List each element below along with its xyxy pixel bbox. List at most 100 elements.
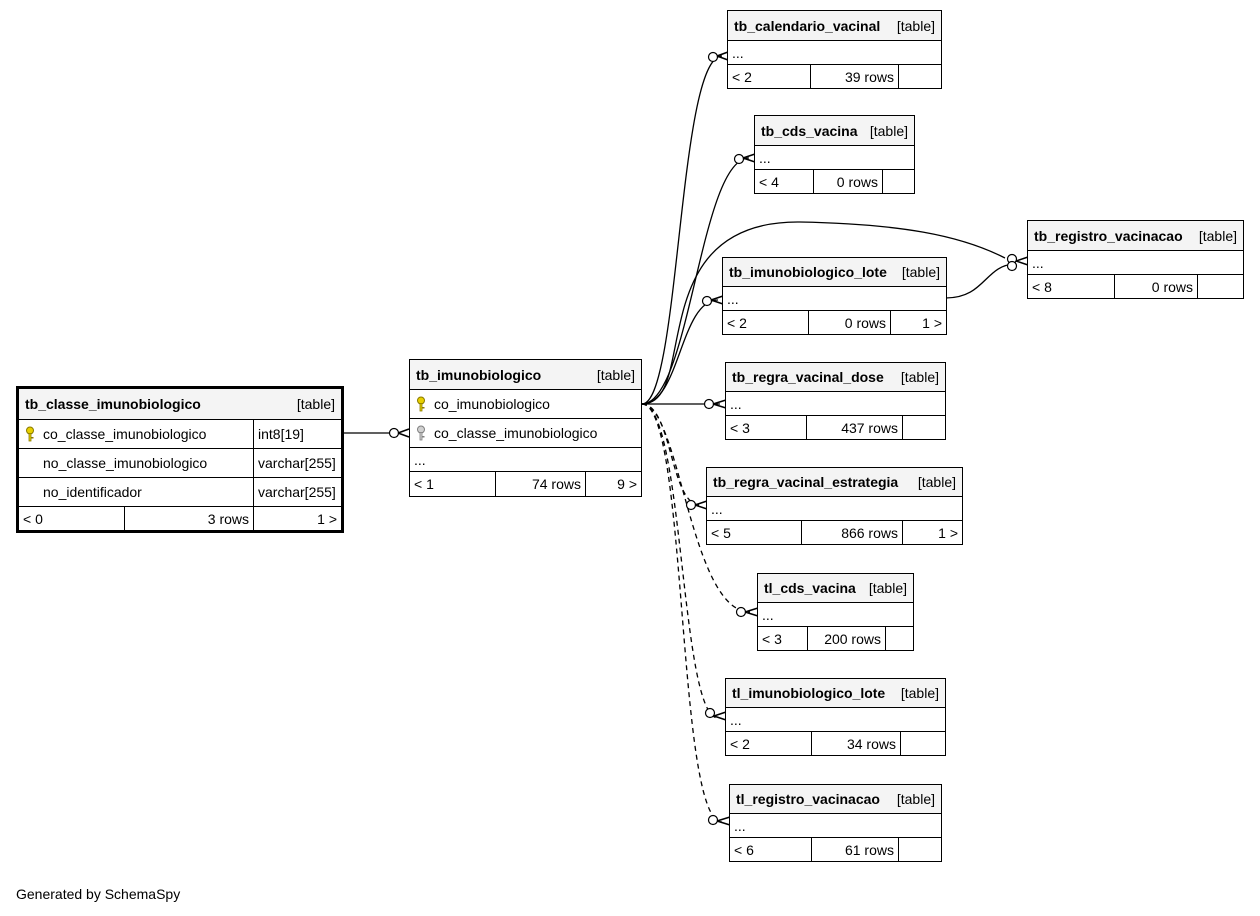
many-marker [712,399,727,409]
many-marker [716,816,731,826]
table-footer: < 8 0 rows [1028,275,1243,298]
table-name: tb_imunobiologico_lote [729,264,887,280]
table-tb-imunobiologico-lote[interactable]: tb_imunobiologico_lote [table] ... < 2 0… [722,257,947,335]
table-tb-regra-vacinal-dose[interactable]: tb_regra_vacinal_dose [table] ... < 3 43… [725,362,946,440]
edge-to-tl-imunobiologico-lote [641,403,719,719]
edge-to-calendario-vacinal [641,55,723,405]
generator-credit: Generated by SchemaSpy [16,886,181,902]
table-tb-registro-vacinacao[interactable]: tb_registro_vacinacao [table] ... < 8 0 … [1027,220,1244,299]
table-footer: < 3 200 rows [758,627,913,650]
table-name: tb_regra_vacinal_estrategia [713,474,899,490]
more-columns-row: ... [755,146,914,170]
row-count: 0 rows [1151,278,1193,295]
parents-count[interactable]: < 6 [734,841,754,858]
column-row: co_imunobiologico [410,390,641,419]
parents-count[interactable]: < 2 [727,314,747,331]
column-row: co_classe_imunobiologico [410,419,641,448]
table-header: tb_regra_vacinal_dose [table] [726,363,945,392]
table-type-tag: [table] [296,396,335,412]
more-columns-row: ... [726,392,945,416]
table-type-tag: [table] [869,122,908,139]
more-columns-row: ... [1028,251,1243,275]
table-tb-imunobiologico[interactable]: tb_imunobiologico [table] co_imunobiolog… [409,359,642,497]
children-count[interactable]: 1 > [317,510,337,527]
more-columns-ellipsis: ... [730,395,742,412]
row-count: 3 rows [207,510,249,527]
many-marker [1015,256,1029,266]
primary-key-icon [26,426,34,442]
parents-count[interactable]: < 2 [730,735,750,752]
parents-count[interactable]: < 3 [762,630,782,647]
table-tb-cds-vacina[interactable]: tb_cds_vacina [table] ... < 4 0 rows [754,115,915,194]
more-columns-row: ... [730,814,941,838]
table-type-tag: [table] [900,369,939,385]
parents-count[interactable]: < 3 [730,419,750,436]
table-header: tb_registro_vacinacao [table] [1028,221,1243,251]
parents-count[interactable]: < 0 [23,510,43,527]
table-footer: < 0 3 rows 1 > [19,507,341,530]
optional-marker [1006,260,1018,272]
foreign-key-icon [417,425,425,441]
column-name: no_identificador [43,484,142,500]
parents-count[interactable]: < 8 [1032,278,1052,295]
row-count: 866 rows [841,524,898,541]
more-columns-ellipsis: ... [711,500,723,517]
optional-marker [735,606,747,618]
edge-to-tl-registro-vacinacao [641,403,723,823]
column-type: varchar[255] [258,455,336,471]
more-columns-ellipsis: ... [732,44,744,61]
column-name: co_classe_imunobiologico [434,425,598,441]
optional-marker [703,398,715,410]
table-type-tag: [table] [901,264,940,280]
many-marker [710,295,724,305]
table-footer: < 2 39 rows [728,65,941,88]
table-tb-classe-imunobiologico[interactable]: tb_classe_imunobiologico [table] co_clas… [16,386,344,533]
table-tl-cds-vacina[interactable]: tl_cds_vacina [table] ... < 3 200 rows [757,573,914,651]
table-name: tl_registro_vacinacao [736,791,880,807]
optional-marker [707,51,719,63]
optional-marker [704,707,716,719]
column-type: int8[19] [258,426,304,442]
table-header: tb_calendario_vacinal [table] [728,11,941,41]
table-type-tag: [table] [868,580,907,596]
children-count[interactable]: 1 > [922,314,942,331]
table-type-tag: [table] [596,366,635,383]
table-footer: < 5 866 rows 1 > [707,521,962,544]
table-name: tb_calendario_vacinal [734,17,881,34]
more-columns-ellipsis: ... [734,817,746,834]
children-count[interactable]: 1 > [938,524,958,541]
children-count[interactable]: 9 > [617,476,637,492]
many-marker [742,153,756,163]
column-row: no_identificador varchar[255] [19,478,341,507]
edge-to-registro-vacinacao [641,221,1006,405]
row-count: 39 rows [844,68,894,85]
parents-count[interactable]: < 1 [414,476,434,492]
row-count: 0 rows [836,173,878,190]
table-tl-imunobiologico-lote[interactable]: tl_imunobiologico_lote [table] ... < 2 3… [725,678,946,756]
table-footer: < 1 74 rows 9 > [410,472,641,496]
table-footer: < 3 437 rows [726,416,945,439]
parents-count[interactable]: < 2 [732,68,752,85]
edge-lote-to-registro [945,263,1016,299]
column-name: no_classe_imunobiologico [43,455,208,471]
parents-count[interactable]: < 5 [711,524,731,541]
table-tl-registro-vacinacao[interactable]: tl_registro_vacinacao [table] ... < 6 61… [729,784,942,862]
optional-marker [701,295,713,307]
table-footer: < 4 0 rows [755,170,914,193]
table-name: tb_registro_vacinacao [1034,227,1183,244]
parents-count[interactable]: < 4 [759,173,779,190]
table-header: tb_classe_imunobiologico [table] [19,389,341,420]
table-tb-calendario-vacinal[interactable]: tb_calendario_vacinal [table] ... < 2 39… [727,10,942,89]
table-tb-regra-vacinal-estrategia[interactable]: tb_regra_vacinal_estrategia [table] ... … [706,467,963,545]
table-name: tl_imunobiologico_lote [732,685,886,701]
column-name: co_classe_imunobiologico [43,426,207,442]
optional-marker [685,499,697,511]
more-columns-row: ... [758,603,913,627]
row-count: 34 rows [846,735,896,752]
edge-to-cds-vacina [641,157,750,405]
more-columns-ellipsis: ... [730,711,742,728]
edge-to-regra-vacinal-estrategia [641,403,701,506]
table-header: tb_cds_vacina [table] [755,116,914,146]
many-marker [397,428,410,438]
optional-marker [388,427,400,439]
